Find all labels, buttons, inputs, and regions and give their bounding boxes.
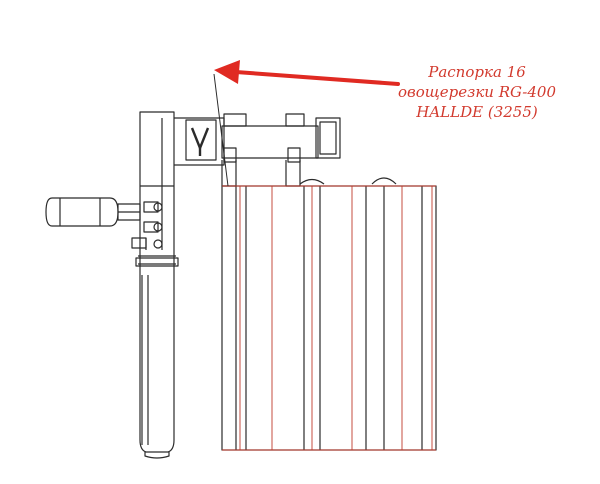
left-column bbox=[135, 111, 179, 459]
part-callout-label: Распорка 16 овощерезки RG-400 HALLDE (32… bbox=[372, 62, 582, 122]
callout-line-2: овощерезки RG-400 bbox=[398, 83, 556, 101]
callout-line-3: HALLDE (3255) bbox=[416, 103, 538, 121]
upper-arm bbox=[174, 113, 341, 187]
callout-arrow bbox=[214, 60, 400, 86]
red-construction-lines bbox=[222, 185, 436, 451]
callout-line-1: Распорка 16 bbox=[428, 63, 526, 81]
side-knob bbox=[45, 197, 141, 227]
leader-line bbox=[213, 73, 229, 187]
column-bolts bbox=[131, 201, 163, 250]
housing-box bbox=[221, 185, 437, 451]
housing-caps bbox=[299, 177, 397, 185]
